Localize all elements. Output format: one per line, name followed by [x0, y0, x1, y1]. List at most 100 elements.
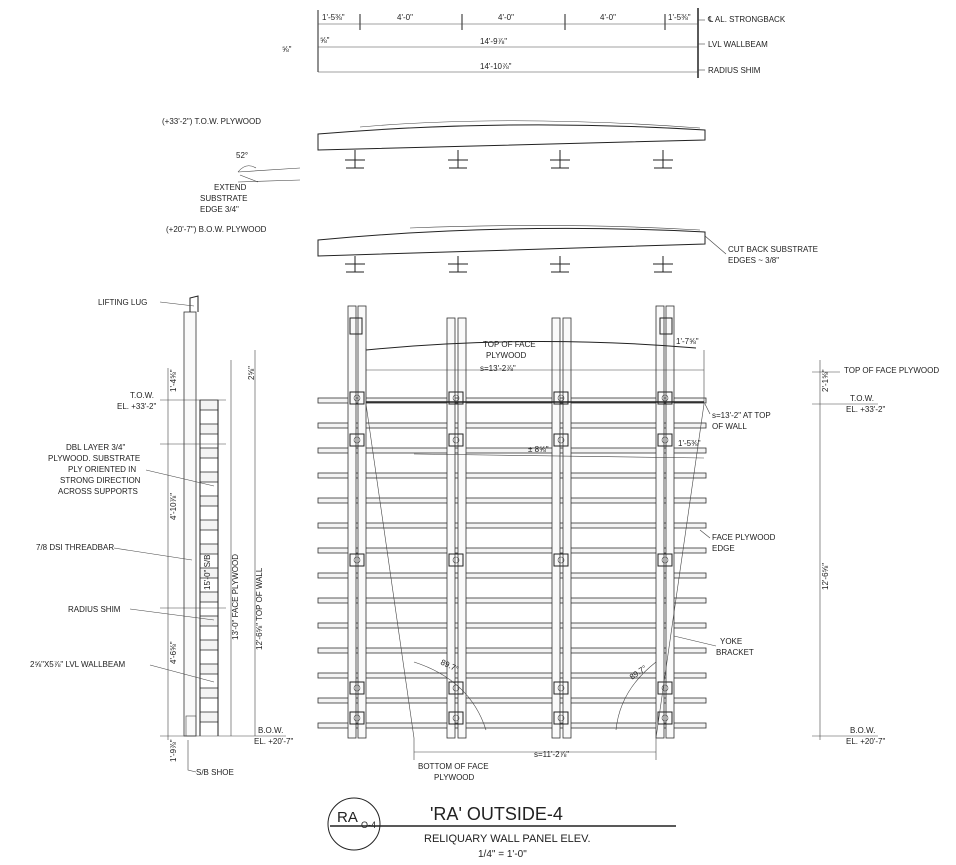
- dim-seg4: 4'-0": [600, 13, 616, 22]
- yoke-bracket: [553, 391, 569, 405]
- wall-rail: [317, 547, 707, 554]
- yoke-bracket: [349, 433, 365, 447]
- dim-overall1: 14'-9⅞": [480, 37, 507, 46]
- bracket-bolt: [353, 394, 361, 402]
- section-rung: [199, 543, 219, 555]
- dbl-layer-note-2: PLYWOOD. SUBSTRATE: [48, 454, 140, 463]
- lvl-wallbeam-label: 2⅝"X5⅞" LVL WALLBEAM: [30, 660, 126, 669]
- vdim-wall: 12'-6⅝" TOP OF WALL: [255, 567, 264, 650]
- section-rung: [199, 663, 219, 675]
- bracket-bolt: [353, 714, 361, 722]
- right-dim-small: 2'-1⅝": [821, 369, 830, 392]
- extend-note-2: SUBSTRATE: [200, 194, 247, 203]
- top-dimensions: 1'-5⅜" 4'-0" 4'-0" 4'-0" 1'-5⅜" ⅝" ⅝" 14…: [282, 8, 786, 78]
- section-rung: [199, 495, 219, 507]
- section-rung: [199, 519, 219, 531]
- wall-rail: [317, 422, 707, 429]
- wall-rail: [317, 572, 707, 579]
- dbl-layer-note-4: STRONG DIRECTION: [60, 476, 141, 485]
- yoke-note-1: YOKE: [720, 637, 742, 646]
- bracket-bolt: [353, 436, 361, 444]
- section-rung: [199, 711, 219, 723]
- radius-shim-label: RADIUS SHIM: [68, 605, 121, 614]
- drawing-scale: 1/4" = 1'-0": [478, 849, 527, 860]
- bracket-bolt: [452, 394, 460, 402]
- bracket-bolt: [557, 436, 565, 444]
- section-dim-bot: 1'-9⅞": [169, 739, 178, 762]
- section-dim-top: 1'-4⅝": [169, 369, 178, 392]
- bottom-label-1: BOTTOM OF FACE: [418, 762, 489, 771]
- section-view: LIFTING LUG T.O.W. EL. +33'-2" 1'-4⅝" 4'…: [30, 295, 293, 777]
- section-dim-low: 4'-6⅝": [169, 641, 178, 664]
- yoke-bracket: [448, 553, 464, 567]
- threadbar-label: 7/8 DSI THREADBAR: [36, 543, 114, 552]
- top-wall-note-2: OF WALL: [712, 422, 747, 431]
- section-rung: [199, 615, 219, 627]
- section-rung: [199, 423, 219, 435]
- label-radius-shim: RADIUS SHIM: [708, 66, 761, 75]
- section-tow: T.O.W.: [130, 391, 154, 400]
- section-rung: [199, 399, 219, 411]
- extend-note-3: EDGE 3/4": [200, 205, 239, 214]
- right-bow: B.O.W.: [850, 726, 875, 735]
- bracket-bolt: [452, 684, 460, 692]
- bow-plywood-label: (+20'-7") B.O.W. PLYWOOD: [166, 225, 267, 234]
- wall-rail: [317, 647, 707, 654]
- yoke-bracket: [657, 553, 673, 567]
- cut-back-note-2: EDGES ~ 3/8": [728, 256, 779, 265]
- yoke-bracket: [349, 711, 365, 725]
- bracket-bolt: [557, 714, 565, 722]
- yoke-bracket: [657, 711, 673, 725]
- bottom-label-2: PLYWOOD: [434, 773, 475, 782]
- bracket-bolt: [661, 684, 669, 692]
- dbl-layer-note-1: DBL LAYER 3/4": [66, 443, 125, 452]
- title-tag-sub: O-4: [361, 820, 376, 830]
- yoke-bracket: [657, 391, 673, 405]
- yoke-note-2: BRACKET: [716, 648, 754, 657]
- top-face-label-1: TOP OF FACE: [483, 340, 536, 349]
- yoke-bracket: [349, 681, 365, 695]
- wall-rail: [317, 622, 707, 629]
- dim-overall2: 14'-10⅞": [480, 62, 512, 71]
- extend-detail: 52° EXTEND SUBSTRATE EDGE 3/4": [200, 151, 301, 214]
- yoke-bracket: [448, 433, 464, 447]
- mid-dim-2: 1'-5⅜": [678, 439, 701, 448]
- wall-rail: [317, 397, 707, 404]
- wall-rail: [317, 447, 707, 454]
- yoke-bracket: [448, 391, 464, 405]
- wall-rail: [317, 672, 707, 679]
- section-bow-el: EL. +20'-7": [254, 737, 293, 746]
- section-bow: B.O.W.: [258, 726, 283, 735]
- right-height-dim: 12'-6⅝": [821, 563, 830, 590]
- dim-seg2: 4'-0": [397, 13, 413, 22]
- drawing-title: 'RA' OUTSIDE-4: [430, 804, 563, 824]
- sb-shoe-label: S/B SHOE: [196, 768, 234, 777]
- section-rung: [199, 447, 219, 459]
- bracket-bolt: [353, 556, 361, 564]
- dim-sub-left: ⅝": [282, 45, 292, 54]
- mid-dim: ± 8⅝": [528, 445, 549, 454]
- yoke-bracket: [448, 681, 464, 695]
- right-dimensions: 2'-1⅝" TOP OF FACE PLYWOOD T.O.W. EL. +3…: [812, 360, 939, 746]
- bracket-bolt: [661, 436, 669, 444]
- extend-note-1: EXTEND: [214, 183, 247, 192]
- face-edge-note-1: FACE PLYWOOD: [712, 533, 776, 542]
- wall-rail: [317, 722, 707, 729]
- right-tow-el: EL. +33'-2": [846, 405, 885, 414]
- plan-view-bow: (+20'-7") B.O.W. PLYWOOD CUT BACK SUBSTR…: [166, 225, 818, 273]
- section-dim-mid: 4'-10⅞": [169, 493, 178, 520]
- yoke-bracket: [553, 711, 569, 725]
- bracket-bolt: [661, 394, 669, 402]
- vdim-face: 13'-0" FACE PLYWOOD: [231, 554, 240, 640]
- dbl-layer-note-3: PLY ORIENTED IN: [68, 465, 136, 474]
- wall-rail: [317, 697, 707, 704]
- dim-seg1: 1'-5⅜": [322, 13, 345, 22]
- vdim-post: 15'-0" S/B: [203, 555, 212, 591]
- elev-dim-right: 1'-7⅝": [676, 337, 699, 346]
- bracket-bolt: [452, 556, 460, 564]
- bracket-bolt: [353, 684, 361, 692]
- bracket-bolt: [557, 556, 565, 564]
- bracket-bolt: [557, 394, 565, 402]
- wall-rail: [317, 472, 707, 479]
